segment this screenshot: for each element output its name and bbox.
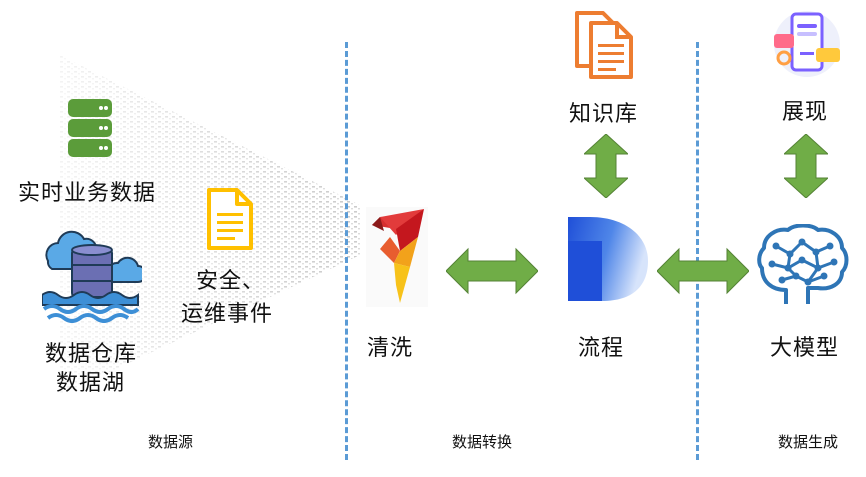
divider-right: [696, 42, 699, 460]
double-arrow-flow-model: [657, 247, 749, 295]
label-warehouse-1: 数据仓库: [45, 342, 138, 367]
document-icon: [207, 188, 253, 250]
label-flow: 流程: [578, 336, 625, 361]
database-icon: [68, 99, 112, 157]
double-arrow-clean-flow: [446, 247, 538, 295]
label-security-events-2: 运维事件: [181, 302, 274, 327]
label-clean: 清洗: [367, 336, 414, 361]
label-business-data: 实时业务数据: [18, 181, 157, 206]
data-warehouse-icon: [42, 230, 142, 323]
section-label-source: 数据源: [148, 433, 194, 451]
divider-left: [345, 42, 348, 460]
label-model: 大模型: [770, 336, 840, 361]
double-arrow-knowledge-flow: [584, 134, 628, 198]
double-arrow-display-model: [784, 134, 828, 198]
bird-logo-icon: [366, 207, 428, 307]
label-knowledge-base: 知识库: [569, 102, 639, 127]
label-display: 展现: [782, 100, 829, 125]
documents-icon: [575, 11, 633, 79]
label-warehouse-2: 数据湖: [56, 371, 126, 396]
app-screen-icon: [774, 11, 840, 77]
label-security-events-1: 安全、: [196, 269, 266, 294]
section-label-transform: 数据转换: [452, 433, 513, 451]
brain-icon: [757, 224, 849, 304]
flow-logo-icon: [568, 217, 648, 301]
section-label-generation: 数据生成: [778, 433, 839, 451]
